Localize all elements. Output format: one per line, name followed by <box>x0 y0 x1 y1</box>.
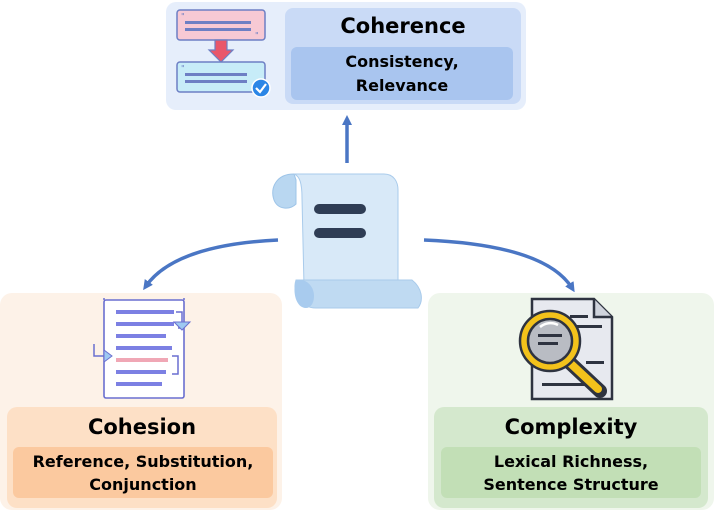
coherence-line-1: Consistency, <box>345 52 459 71</box>
cohesion-title: Cohesion <box>87 415 197 439</box>
magnified-document-icon <box>518 297 614 401</box>
document-scroll-icon <box>272 173 422 309</box>
complexity-subpanel <box>441 447 701 498</box>
cohesion-line-2: Conjunction <box>89 475 197 494</box>
svg-text:": " <box>181 64 185 73</box>
svg-text:": " <box>181 12 185 21</box>
arrow-to-cohesion <box>143 238 279 291</box>
coherence-title: Coherence <box>340 14 466 38</box>
cohesion-subpanel <box>13 447 273 498</box>
linked-text-icon <box>93 298 192 399</box>
svg-text:": " <box>255 31 259 40</box>
complexity-line-2: Sentence Structure <box>483 475 659 494</box>
coherence-subpanel <box>291 47 513 100</box>
coherence-line-2: Relevance <box>355 76 449 95</box>
text-transform-check-icon: " " " <box>176 9 271 98</box>
arrow-to-complexity <box>423 238 575 293</box>
complexity-title: Complexity <box>504 415 638 439</box>
cohesion-line-1: Reference, Substitution, <box>32 452 254 471</box>
complexity-line-1: Lexical Richness, <box>493 452 649 471</box>
